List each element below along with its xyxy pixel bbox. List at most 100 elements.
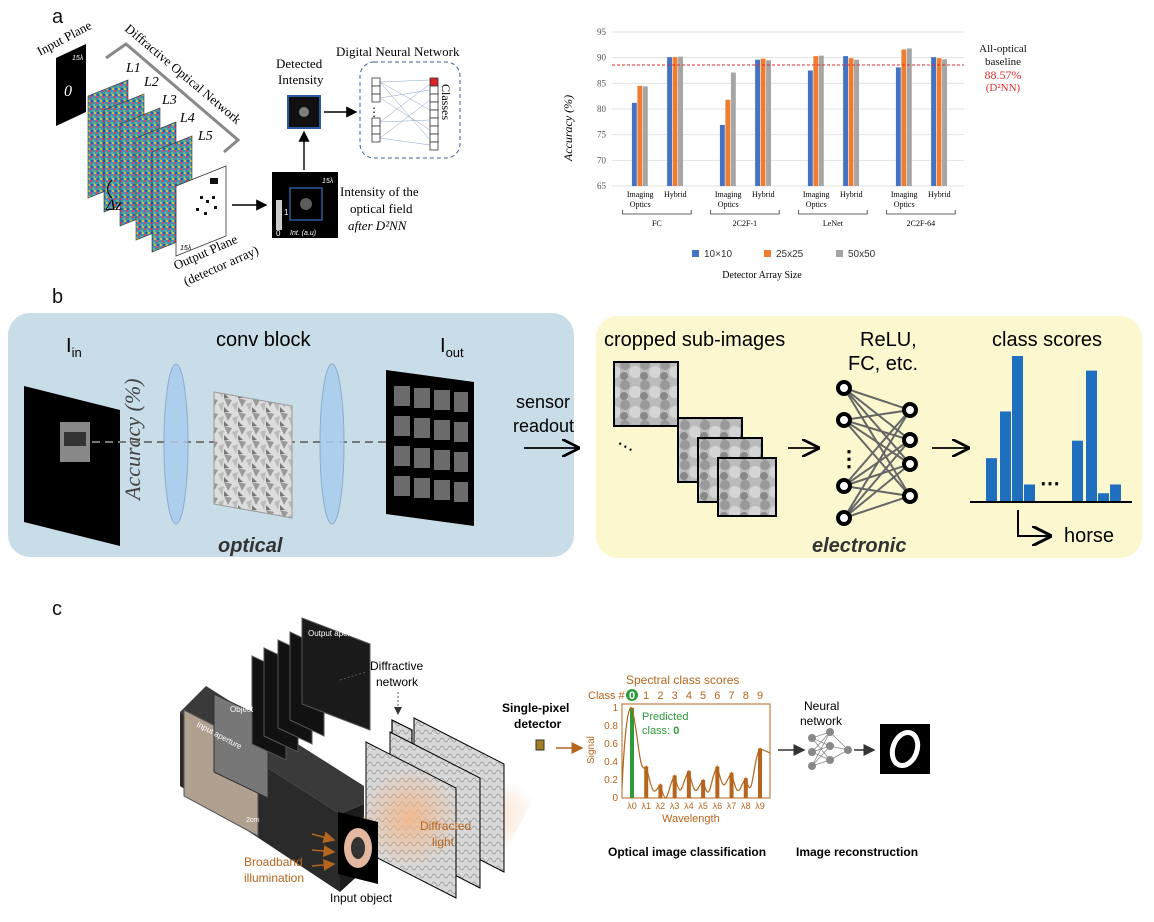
sensor-label-1: sensor	[516, 392, 570, 412]
score-ellipsis: ⋯	[1040, 473, 1060, 495]
y-tick-label: 90	[597, 53, 607, 63]
electronic-label: electronic	[812, 535, 906, 557]
input-object-label: Input object	[330, 891, 393, 905]
score-bar	[1098, 493, 1109, 502]
panel-label-c: c	[52, 598, 62, 620]
lambda-label: λ6	[713, 801, 723, 811]
bar-FC-Imaging-Optics-2	[642, 86, 648, 186]
lambda-label: λ8	[741, 801, 751, 811]
overlay-axis-text: Accuracy (%)	[120, 378, 145, 502]
group-bracket	[798, 210, 868, 215]
y-tick-label: 95	[597, 27, 607, 37]
device-photo	[180, 617, 371, 892]
input-image-plane	[24, 386, 120, 546]
lambda-label: λ2	[656, 801, 666, 811]
spectral-bar	[743, 778, 748, 798]
lambda-label: λ1	[641, 801, 651, 811]
class-score-bars	[986, 356, 1121, 502]
legend-swatch	[764, 250, 771, 257]
lens-1	[163, 363, 189, 525]
class-number: 2	[657, 690, 663, 702]
legend-label: 10×10	[704, 249, 733, 260]
neural-label-1: Neural	[804, 699, 839, 713]
spectral-bar	[672, 775, 677, 798]
score-bar	[1000, 411, 1011, 502]
group-label: 2C2F-1	[733, 219, 757, 228]
lambda-label: λ7	[727, 801, 737, 811]
dnn-label: Digital Neural Network	[336, 44, 460, 59]
score-bar	[1012, 356, 1023, 502]
layer-label-2: L2	[143, 75, 159, 90]
optical-label: optical	[218, 535, 283, 557]
bar-LeNet-Hybrid-0	[843, 56, 849, 187]
spectral-bar	[644, 766, 649, 798]
scale-label: 15λ	[72, 55, 84, 62]
chart-x-labels: ImagingOpticsHybridFCImagingOpticsHybrid…	[622, 190, 956, 228]
intensity-scale-label: 15λ	[322, 178, 334, 185]
class-number: 1	[643, 690, 649, 702]
chart-x-label: Detector Array Size	[722, 270, 802, 281]
fc-network: ⋮	[836, 380, 918, 526]
chart-bars	[631, 48, 948, 187]
group-label: LeNet	[823, 219, 844, 228]
panel-c-diagram: Output aperture Object Input aperture 2c…	[180, 617, 930, 905]
output-scale-label: 15λ	[180, 245, 192, 252]
cropped-stack: ⋯	[613, 361, 777, 517]
spectral-bar	[630, 708, 634, 798]
bar-FC-Hybrid-0	[667, 57, 673, 186]
x-sub-label: Hybrid	[840, 190, 863, 199]
bar-2C2F-1-Hybrid-0	[755, 59, 761, 186]
score-bar	[1024, 484, 1035, 502]
bar-2C2F-1-Imaging-Optics-1	[725, 99, 731, 186]
intensity-desc-2: optical field	[350, 201, 413, 216]
scale-2cm: 2cm	[246, 817, 259, 824]
score-bar	[1086, 370, 1097, 502]
class-hash-label: Class #	[588, 690, 626, 702]
bar-2C2F-64-Hybrid-1	[936, 58, 942, 186]
class-number: 7	[728, 690, 734, 702]
horse-label: horse	[1064, 525, 1114, 547]
caption-classification: Optical image classification	[608, 845, 766, 859]
conv-block-label: conv block	[216, 329, 311, 351]
bar-2C2F-64-Hybrid-0	[931, 57, 937, 186]
bar-FC-Hybrid-1	[672, 57, 678, 186]
colorbar-0: 0	[276, 229, 281, 238]
conv-block-mask	[213, 391, 293, 519]
spectral-curve	[621, 707, 771, 799]
diffracted-label-1: Diffracted	[420, 819, 471, 833]
x-sub-label: Hybrid	[664, 190, 687, 199]
i-out-label: Iout	[440, 335, 464, 360]
bar-2C2F-64-Imaging-Optics-0	[895, 67, 901, 186]
legend-swatch	[836, 250, 843, 257]
diffracted-label-2: light	[432, 835, 455, 849]
baseline-label-2: baseline	[984, 56, 1022, 68]
lens-2	[319, 363, 345, 525]
spectral-y-tick: 1	[612, 703, 618, 714]
spectral-bar	[729, 772, 734, 798]
x-sub-label: Imaging	[627, 190, 654, 199]
spectral-bar	[701, 780, 706, 798]
colorbar-1: 1	[284, 208, 289, 217]
output-plane	[175, 165, 227, 257]
detected-label-1: Detected	[276, 56, 323, 71]
dnn-network: ⋮	[368, 77, 439, 151]
network-bracket	[105, 42, 241, 154]
spectral-bar	[758, 748, 762, 798]
dnn-box	[359, 61, 461, 159]
sensor-label-2: readout	[513, 416, 574, 436]
class-number: 9	[757, 690, 763, 702]
relu-label-1: ReLU,	[860, 329, 917, 351]
bar-FC-Imaging-Optics-0	[631, 102, 637, 186]
x-sub-label: Optics	[718, 200, 739, 209]
bar-2C2F-1-Imaging-Optics-0	[719, 124, 725, 186]
y-tick-label: 75	[597, 130, 607, 140]
group-bracket	[886, 210, 956, 215]
y-tick-label: 85	[597, 78, 607, 88]
x-sub-label: Optics	[806, 200, 827, 209]
spectral-title: Spectral class scores	[626, 673, 739, 687]
delta-z-label: Δz	[105, 197, 122, 214]
predicted-label-2: class: 0	[642, 725, 679, 737]
